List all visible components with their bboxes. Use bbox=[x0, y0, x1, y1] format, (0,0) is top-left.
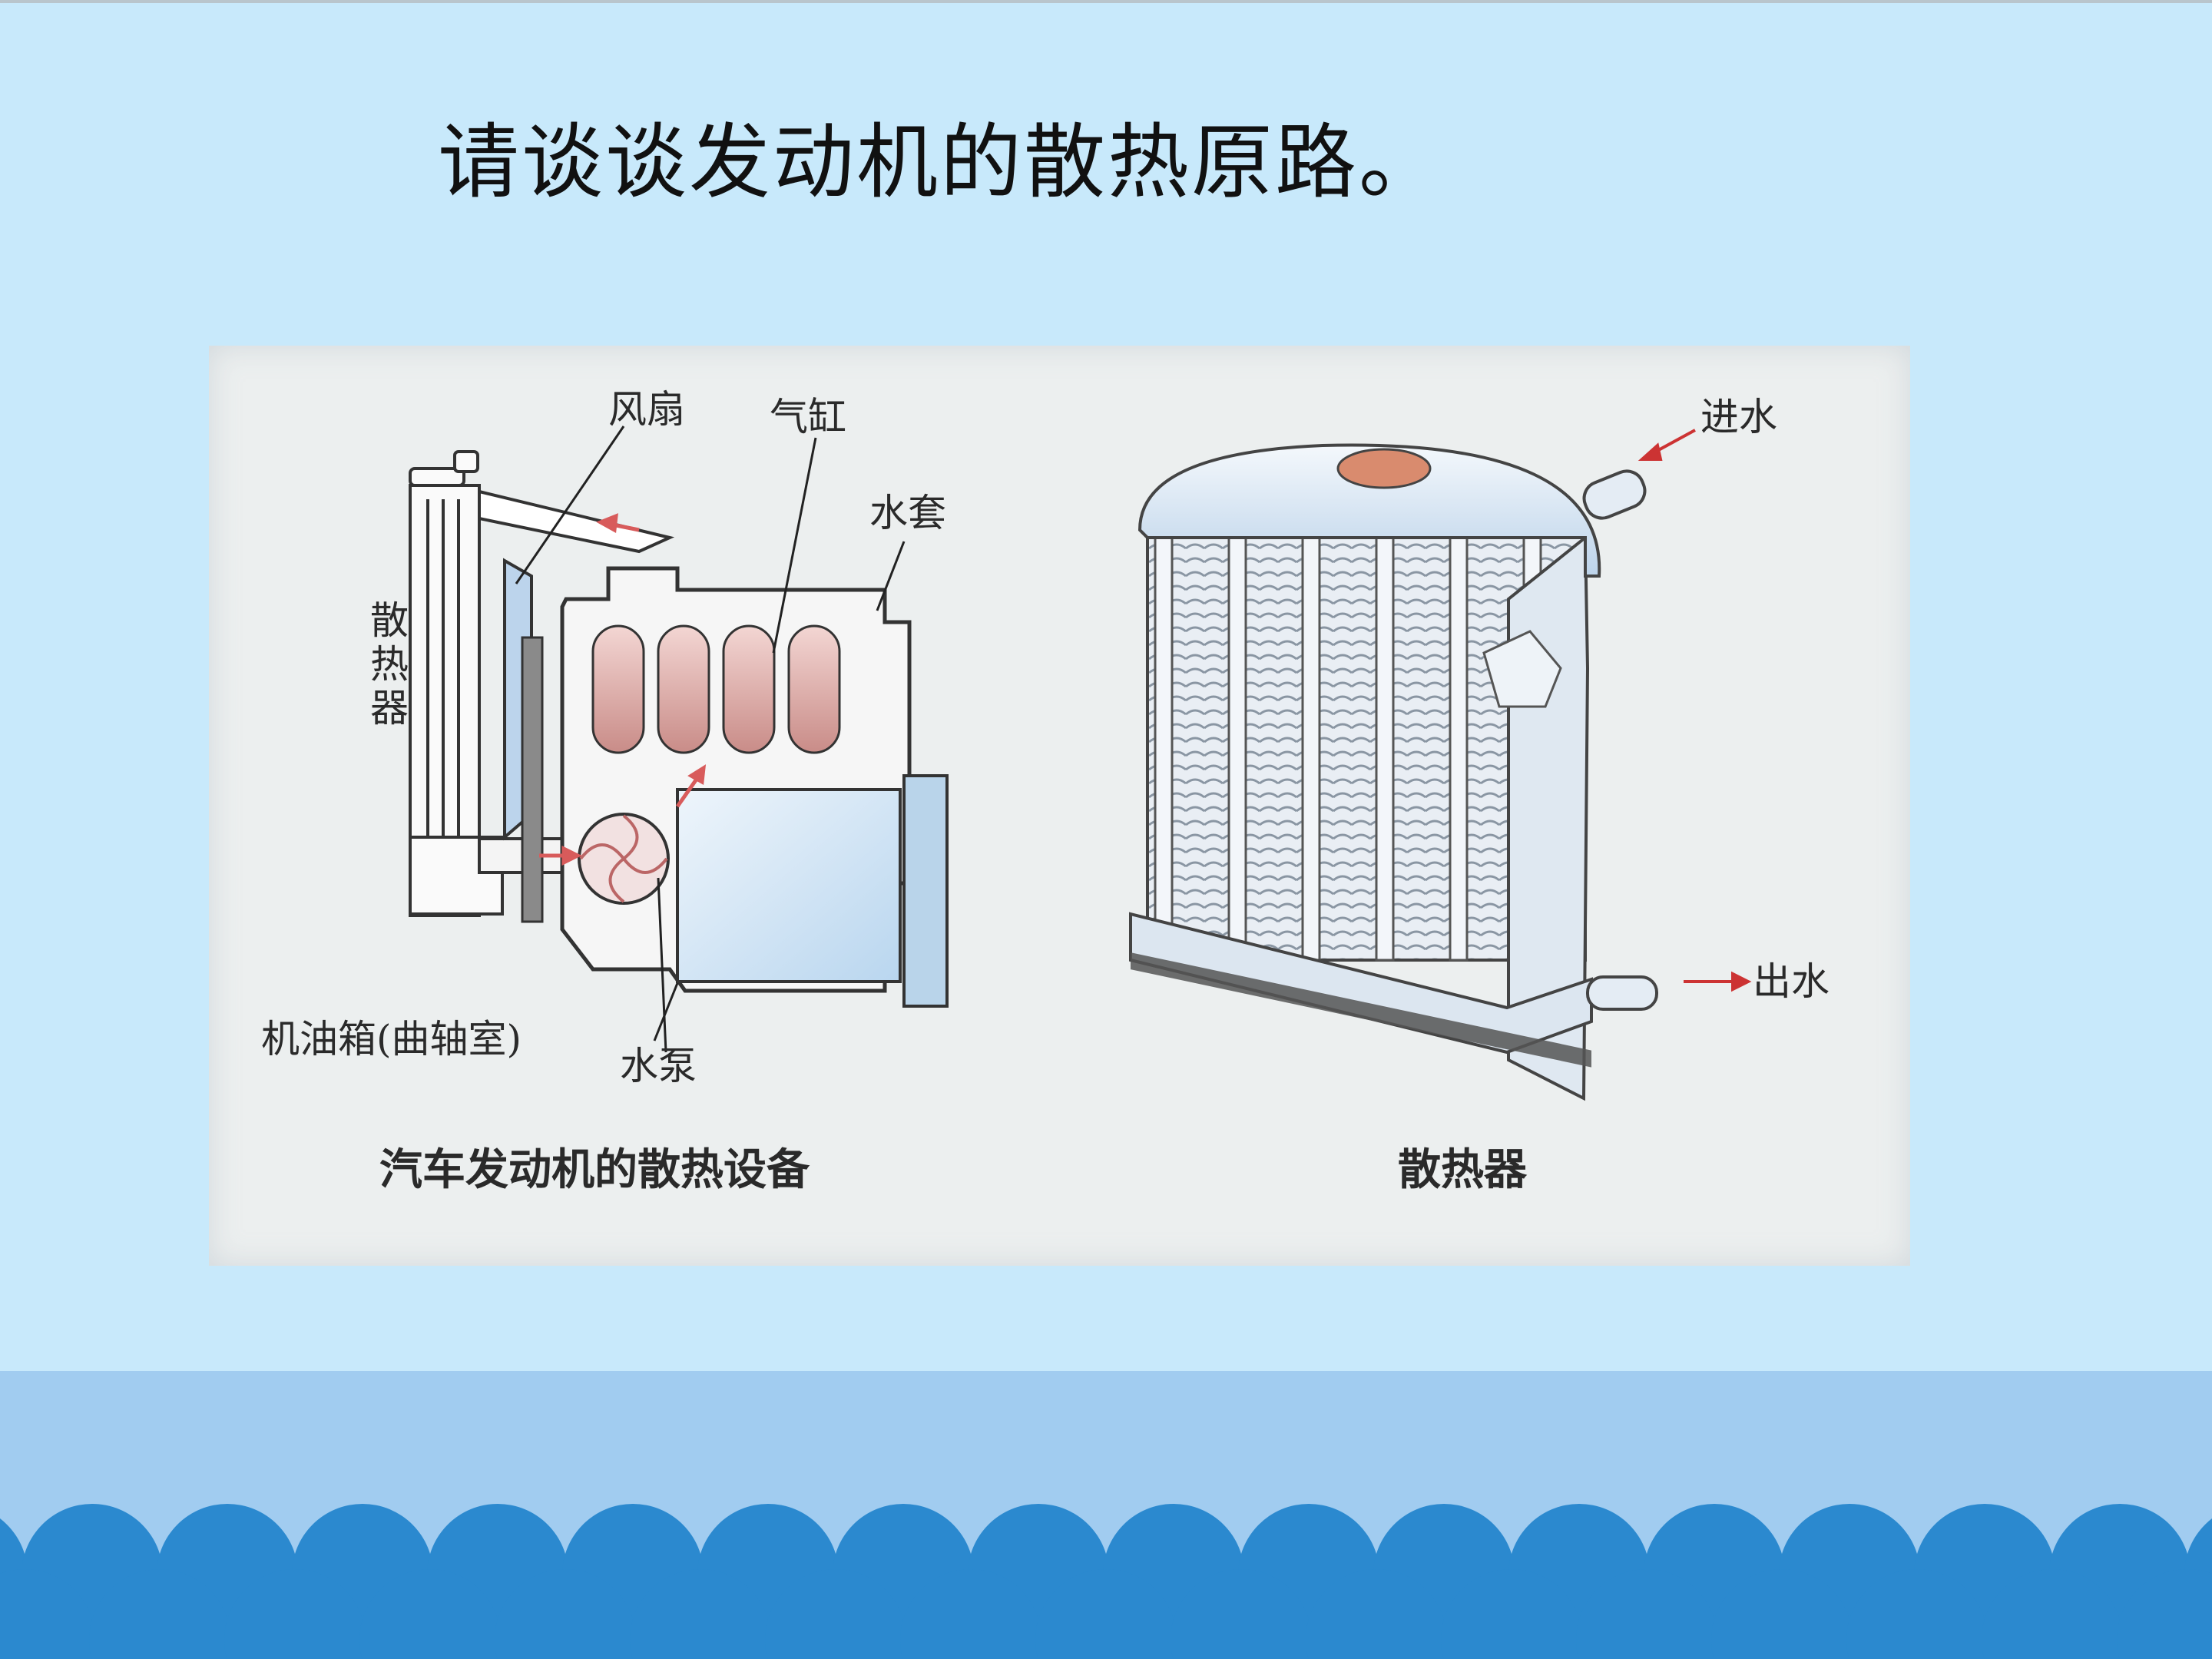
label-fan: 风扇 bbox=[608, 387, 685, 432]
scallop-row-2 bbox=[224, 1569, 366, 1659]
radiator-top-tank bbox=[1137, 443, 1601, 578]
flow-arrows bbox=[539, 513, 707, 866]
radiator-cap bbox=[1336, 448, 1432, 489]
decorative-wave-band bbox=[0, 1371, 2212, 1659]
slide-title: 请谈谈发动机的散热原路。 bbox=[438, 115, 1442, 210]
scallop-row-2 bbox=[495, 1569, 636, 1659]
scallop-row-2 bbox=[1171, 1569, 1312, 1659]
scallop-row-2 bbox=[1846, 1569, 1988, 1659]
scallop-row-2 bbox=[1306, 1569, 1447, 1659]
label-water-jacket: 水套 bbox=[869, 491, 946, 535]
cooling-system-diagram: 风扇 气缸 水套 散 热 器 机油箱(曲轴室) 水泵 汽车发动机的散热设备 bbox=[261, 387, 1830, 1195]
radiator-base bbox=[1131, 952, 1591, 1068]
scallop-pattern bbox=[0, 1504, 2212, 1659]
scallop-row-2 bbox=[0, 1569, 95, 1659]
scallop-row-2 bbox=[765, 1569, 906, 1659]
label-water-out: 出水 bbox=[1753, 959, 1830, 1004]
radiator-diagram: 进水 出水 散热器 bbox=[1129, 395, 1830, 1195]
water-pump bbox=[578, 813, 670, 905]
top-hose bbox=[478, 489, 675, 554]
label-cylinder: 气缸 bbox=[770, 395, 846, 439]
scallop-row-2 bbox=[2117, 1569, 2212, 1659]
scallop-row-2 bbox=[1576, 1569, 1717, 1659]
scallop-row-2 bbox=[89, 1569, 230, 1659]
caption-radiator: 散热器 bbox=[1398, 1145, 1528, 1195]
scallop-row-2 bbox=[359, 1569, 501, 1659]
leader-lines bbox=[515, 426, 906, 1053]
scallop-row-2 bbox=[630, 1569, 771, 1659]
label-radiator-3: 器 bbox=[370, 686, 409, 730]
engine-diagram: 风扇 气缸 水套 散 热 器 机油箱(曲轴室) 水泵 汽车发动机的散热设备 bbox=[261, 387, 949, 1195]
engine-radiator bbox=[409, 450, 504, 917]
outlet-pipe bbox=[1586, 975, 1658, 1011]
figure-photo: 风扇 气缸 水套 散 热 器 机油箱(曲轴室) 水泵 汽车发动机的散热设备 bbox=[209, 346, 1910, 1266]
label-oil-sump: 机油箱(曲轴室) bbox=[261, 1017, 522, 1061]
oil-sump bbox=[676, 788, 902, 983]
cylinders bbox=[591, 624, 841, 754]
label-radiator-2: 热 bbox=[370, 642, 409, 687]
flywheel-housing bbox=[902, 774, 949, 1008]
label-water-in: 进水 bbox=[1700, 395, 1777, 439]
scallop-row-2 bbox=[1035, 1569, 1177, 1659]
inlet-pipe bbox=[1582, 469, 1647, 520]
label-water-pump: 水泵 bbox=[620, 1044, 697, 1088]
caption-engine: 汽车发动机的散热设备 bbox=[379, 1145, 810, 1195]
scallop-row-2 bbox=[1982, 1569, 2123, 1659]
top-rule bbox=[0, 0, 2212, 3]
belt-pulley bbox=[521, 636, 544, 923]
radiator-cutaway bbox=[1482, 630, 1562, 708]
scallop-row-2 bbox=[1711, 1569, 1853, 1659]
water-arrows bbox=[1637, 429, 1752, 992]
scallop-row-2 bbox=[900, 1569, 1041, 1659]
scallop-row-2 bbox=[1441, 1569, 1582, 1659]
label-radiator-1: 散 bbox=[370, 598, 409, 643]
